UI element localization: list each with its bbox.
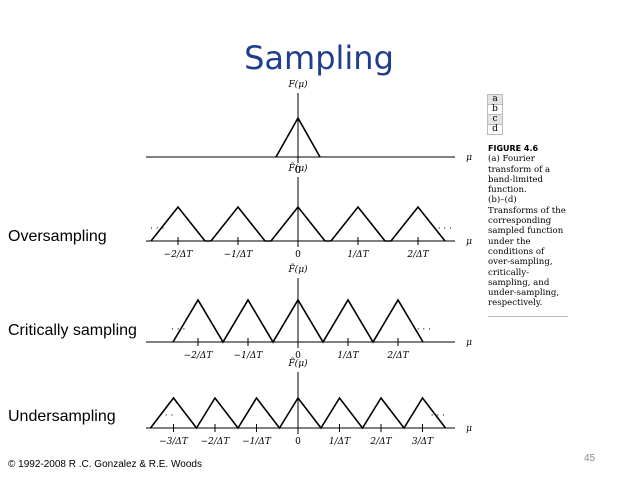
panel-d-x-label: μ [466,424,472,434]
panel-d-tick-label: −1/ΔT [242,437,272,447]
caption-line: under-sampling, [488,288,560,299]
panel-letter-b: b [488,105,502,115]
panel-d-tick-label: −2/ΔT [201,437,231,447]
caption-line: corresponding [488,216,552,227]
panel-d-ellipsis-left: · · · [159,411,173,421]
panel-b-tick-label: 1/ΔT [347,250,369,260]
caption-line: conditions of [488,246,545,257]
panel-b-ellipsis-left: · · · [150,224,164,234]
panel-c-ellipsis-left: · · · [171,325,185,335]
panel-letter-d: d [492,124,498,134]
panel-b-tick-label: −1/ΔT [224,250,254,260]
panel-d-tick-label: 3/ΔT [412,437,434,447]
panel-d-tick-label: 1/ΔT [329,437,351,447]
page-number: 45 [584,453,596,464]
panel-letter-c: c [488,115,502,125]
panel-c-x-label: μ [466,338,472,348]
slide-title: Sampling [244,39,394,77]
panel-c-tick-label: 1/ΔT [337,351,359,361]
label-undersampling: Undersampling [8,408,116,425]
panel-b-y-label: F̃(μ) [287,162,308,174]
panel-letter-a: a [488,95,502,105]
label-oversampling: Oversampling [8,228,107,245]
copyright-notice: © 1992-2008 R .C. Gonzalez & R.E. Woods [8,459,202,470]
caption-divider [488,316,568,317]
panel-b-tick-label: −2/ΔT [164,250,194,260]
panel-c-tick-label: −2/ΔT [184,351,214,361]
panel-d-tick-label: −3/ΔT [159,437,189,447]
panel-c-y-label: F̃(μ) [287,263,308,275]
caption-line: sampling, and [488,277,550,288]
figure-caption-title: FIGURE 4.6 [488,144,539,153]
caption-line: (b)–(d) [488,195,517,206]
panel-c-tick-label: 0 [295,351,301,361]
panel-d-spectrum-curve [149,396,447,430]
panel-c-tick-label: 2/ΔT [386,351,409,361]
caption-line: over-sampling, [488,257,553,268]
caption-line: respectively. [488,298,543,309]
caption-line: band-limited [488,174,543,185]
label-critically-sampling: Critically sampling [8,322,137,339]
caption-line: sampled function [488,226,564,237]
figure-caption: FIGURE 4.6 (a) Fourier transform of a ba… [488,144,570,309]
panel-b-tick-label: 0 [295,250,301,260]
panel-b-tick-label: 2/ΔT [406,250,429,260]
panel-a-spectrum-curve [275,116,321,158]
panel-b-x-label: μ [466,237,472,247]
panel-c-spectrum-curve [172,298,424,344]
panel-c-ellipsis-right: · · · [417,325,431,335]
caption-line: function. [488,185,527,196]
caption-line: transform of a [488,164,551,175]
panel-a-y-label: F(μ) [287,79,308,90]
caption-line: (a) Fourier [488,154,535,165]
caption-line: under the [488,236,531,247]
caption-line: Transforms of the [488,205,566,216]
panel-b-spectrum-curve [150,205,446,242]
panel-d-ellipsis-right: · · · [431,411,445,421]
panel-d-y-label: F̃(μ) [287,357,308,369]
caption-line: critically- [488,267,530,278]
panel-d-tick-label: 0 [295,437,301,447]
panel-letters: a b c d [487,94,503,135]
panel-b-ellipsis-right: · · · [438,224,452,234]
panel-d-tick-label: 2/ΔT [369,437,392,447]
panel-c-tick-label: −1/ΔT [234,351,264,361]
panel-a-tick-label: 0 [295,166,301,176]
panel-a-x-label: μ [466,153,472,163]
